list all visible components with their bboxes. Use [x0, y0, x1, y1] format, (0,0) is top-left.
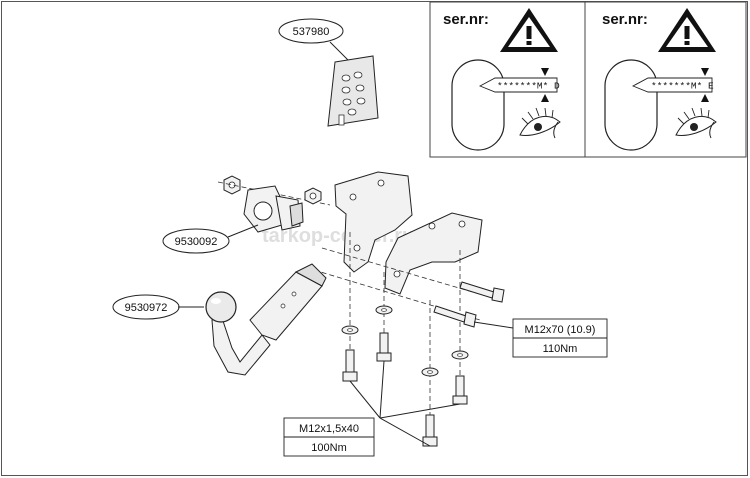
- arrow-marks: [701, 68, 709, 102]
- tow-ball-part: 9530972: [112, 263, 327, 376]
- nut: [223, 175, 241, 195]
- bracket-right: [384, 212, 483, 295]
- eye-icon: [675, 107, 717, 139]
- serial-marking-1: *******M* D: [497, 81, 560, 92]
- part-number-tow-ball: 9530972: [125, 302, 168, 314]
- short-bolt: [452, 375, 468, 405]
- short-bolt: [422, 414, 438, 447]
- spec-label-long-bolt: M12x70 (10.9) 110Nm: [473, 318, 608, 358]
- part-number-bolt-kit: 537980: [293, 26, 330, 38]
- tow-bar-arm: [249, 271, 323, 341]
- leader-line: [227, 224, 259, 238]
- tow-ball: [205, 291, 237, 323]
- serial-marking-2: *******M* E: [651, 81, 714, 92]
- electric-plate-part: 9530092: [162, 175, 331, 254]
- spec-label-short-bolt: M12x1,5x40 100Nm: [283, 360, 461, 457]
- bolt-size-short: M12x1,5x40: [299, 423, 359, 435]
- bolt-size-long: M12x70 (10.9): [525, 324, 596, 336]
- bolt-torque-short: 100Nm: [311, 442, 346, 454]
- bolt-torque-long: 110Nm: [543, 343, 578, 355]
- short-bolt: [342, 349, 358, 382]
- part-label-oval: [162, 228, 230, 254]
- serial-title-1: ser.nr:: [443, 11, 489, 28]
- long-bolt: [433, 305, 477, 328]
- part-label-oval: [278, 18, 344, 44]
- bracket-flange: [289, 202, 304, 227]
- leader-line: [329, 41, 351, 63]
- bag-contents: [338, 71, 366, 126]
- leader-lines: [349, 360, 461, 447]
- bolt-kit-bag: [327, 55, 379, 127]
- serial-panels: ser.nr: *******M* D ser.nr: [429, 1, 747, 158]
- washers: [341, 305, 469, 377]
- socket-hole: [253, 201, 273, 221]
- serial-callout: [478, 77, 558, 93]
- part-number-electric-plate: 9530092: [175, 236, 218, 248]
- nut: [304, 187, 322, 205]
- plate-outline: [604, 59, 658, 151]
- long-bolt: [459, 281, 505, 303]
- serial-panel-2: ser.nr: *******M* E: [602, 8, 717, 151]
- serial-title-2: ser.nr:: [602, 11, 648, 28]
- plate-outline: [451, 59, 505, 151]
- bolt-kit-part: 537980: [278, 18, 379, 127]
- serial-panel-1: ser.nr: *******M* D: [443, 8, 561, 151]
- mounting-brackets: [334, 171, 483, 295]
- warning-icon: [658, 8, 716, 52]
- warning-icon: [500, 8, 558, 52]
- long-bolts: [433, 281, 505, 328]
- short-bolts: [342, 332, 468, 447]
- serial-callout: [631, 77, 713, 93]
- leader-line: [473, 321, 514, 329]
- short-bolt: [376, 332, 392, 362]
- tow-bar-neck: [211, 317, 271, 376]
- eye-icon: [519, 107, 561, 139]
- arrow-marks: [541, 68, 549, 102]
- tow-bar-end: [294, 263, 327, 287]
